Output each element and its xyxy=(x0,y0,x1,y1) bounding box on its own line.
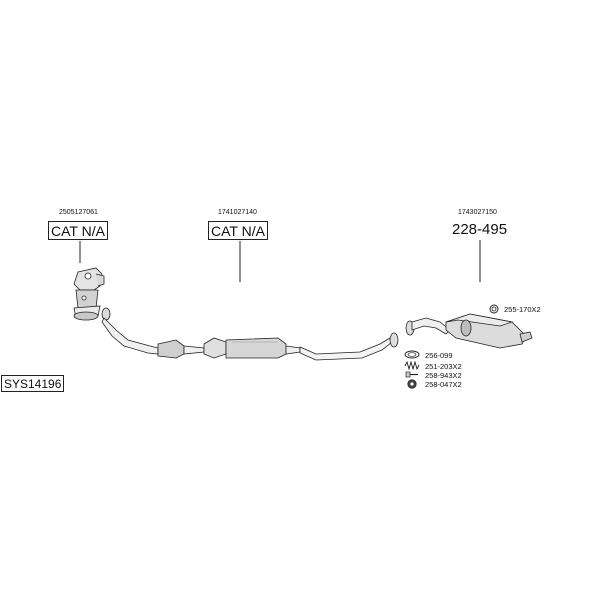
part-code-front-cat[interactable]: CAT N/A xyxy=(208,221,268,240)
system-code: SYS14196 xyxy=(1,375,65,392)
clamp-ring-icon xyxy=(489,304,499,314)
spring-icon xyxy=(404,361,420,370)
accessory-label: 255-170X2 xyxy=(504,305,541,314)
oe-number-front-cat: 1741027140 xyxy=(218,209,257,216)
part-code-rear-silencer[interactable]: 228-495 xyxy=(452,221,508,238)
gasket-ring-icon xyxy=(404,350,420,359)
oe-number-manifold-cat: 2505127061 xyxy=(59,209,98,216)
front-pipe-catalyst xyxy=(101,307,301,359)
accessory-label: 256-099 xyxy=(425,351,453,360)
middle-pipe xyxy=(299,332,399,361)
oe-number-rear-silencer: 1743027150 xyxy=(458,209,497,216)
accessory-label: 258-047X2 xyxy=(425,380,462,389)
rubber-mount-icon xyxy=(407,379,417,389)
accessory-label: 258-943X2 xyxy=(425,371,462,380)
accessory-label: 251-203X2 xyxy=(425,362,462,371)
manifold-catalytic-converter xyxy=(73,267,105,321)
rear-silencer xyxy=(405,313,533,349)
part-code-manifold-cat[interactable]: CAT N/A xyxy=(48,221,108,240)
bolt-icon xyxy=(405,371,418,378)
